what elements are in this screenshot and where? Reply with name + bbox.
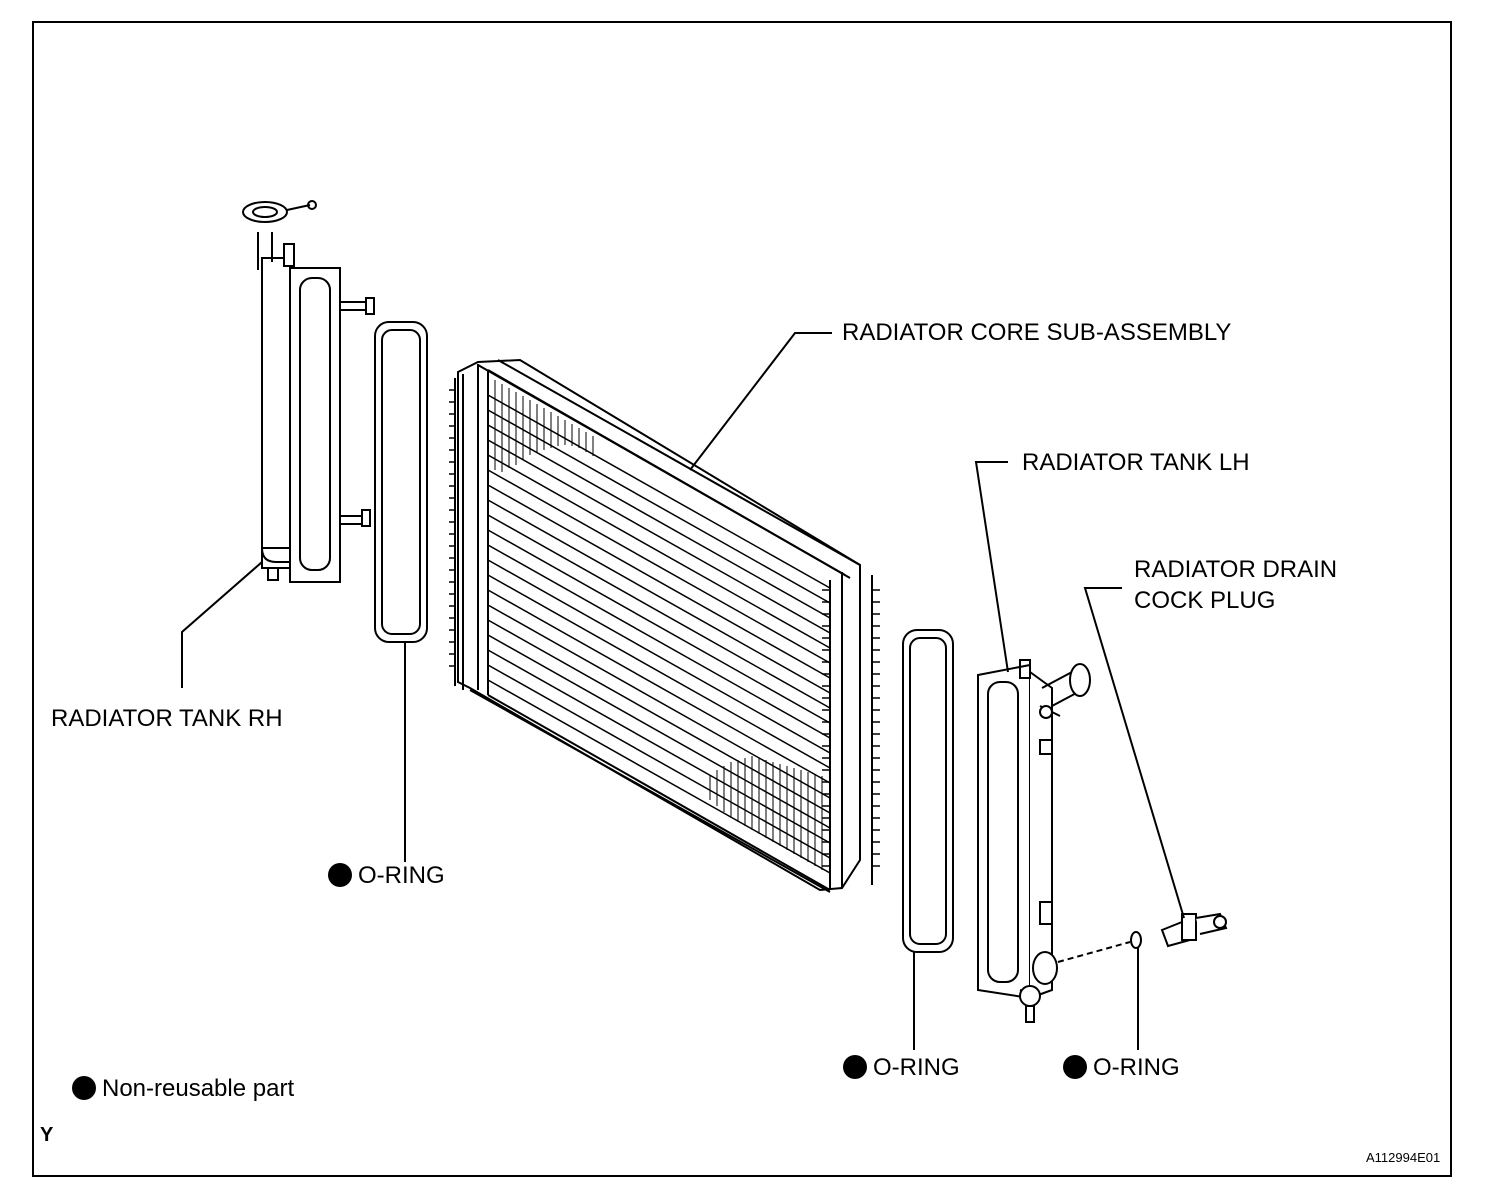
- leader-lines: [181, 332, 1185, 1050]
- non-reusable-marker-icon: [72, 1076, 96, 1100]
- non-reusable-marker-icon: [843, 1055, 867, 1079]
- radiator-drain-cock-plug: [1160, 912, 1228, 948]
- label-o-ring-right: O-RING: [1063, 1053, 1180, 1083]
- label-o-ring-left: O-RING: [328, 861, 445, 891]
- radiator-tank-lh: [977, 659, 1091, 1023]
- label-drain-cock-line1: RADIATOR DRAIN: [1134, 556, 1338, 583]
- label-drain-cock-line2: COCK PLUG: [1134, 587, 1276, 614]
- radiator-core: [449, 358, 880, 893]
- o-ring-left: [374, 321, 428, 643]
- o-ring-small: [1130, 931, 1142, 949]
- diagram-frame: [32, 21, 1452, 1177]
- figure-code: A112994E01: [1366, 1150, 1441, 1165]
- non-reusable-marker-icon: [328, 863, 352, 887]
- corner-letter: Y: [40, 1124, 54, 1146]
- o-ring-middle: [902, 629, 954, 953]
- radiator-tank-rh: [242, 200, 375, 583]
- label-radiator-tank-rh: RADIATOR TANK RH: [51, 705, 283, 732]
- legend-non-reusable: Non-reusable part: [72, 1074, 294, 1104]
- label-radiator-core: RADIATOR CORE SUB-ASSEMBLY: [842, 319, 1232, 346]
- non-reusable-marker-icon: [1063, 1055, 1087, 1079]
- label-o-ring-middle: O-RING: [843, 1053, 960, 1083]
- label-radiator-tank-lh: RADIATOR TANK LH: [1022, 449, 1250, 476]
